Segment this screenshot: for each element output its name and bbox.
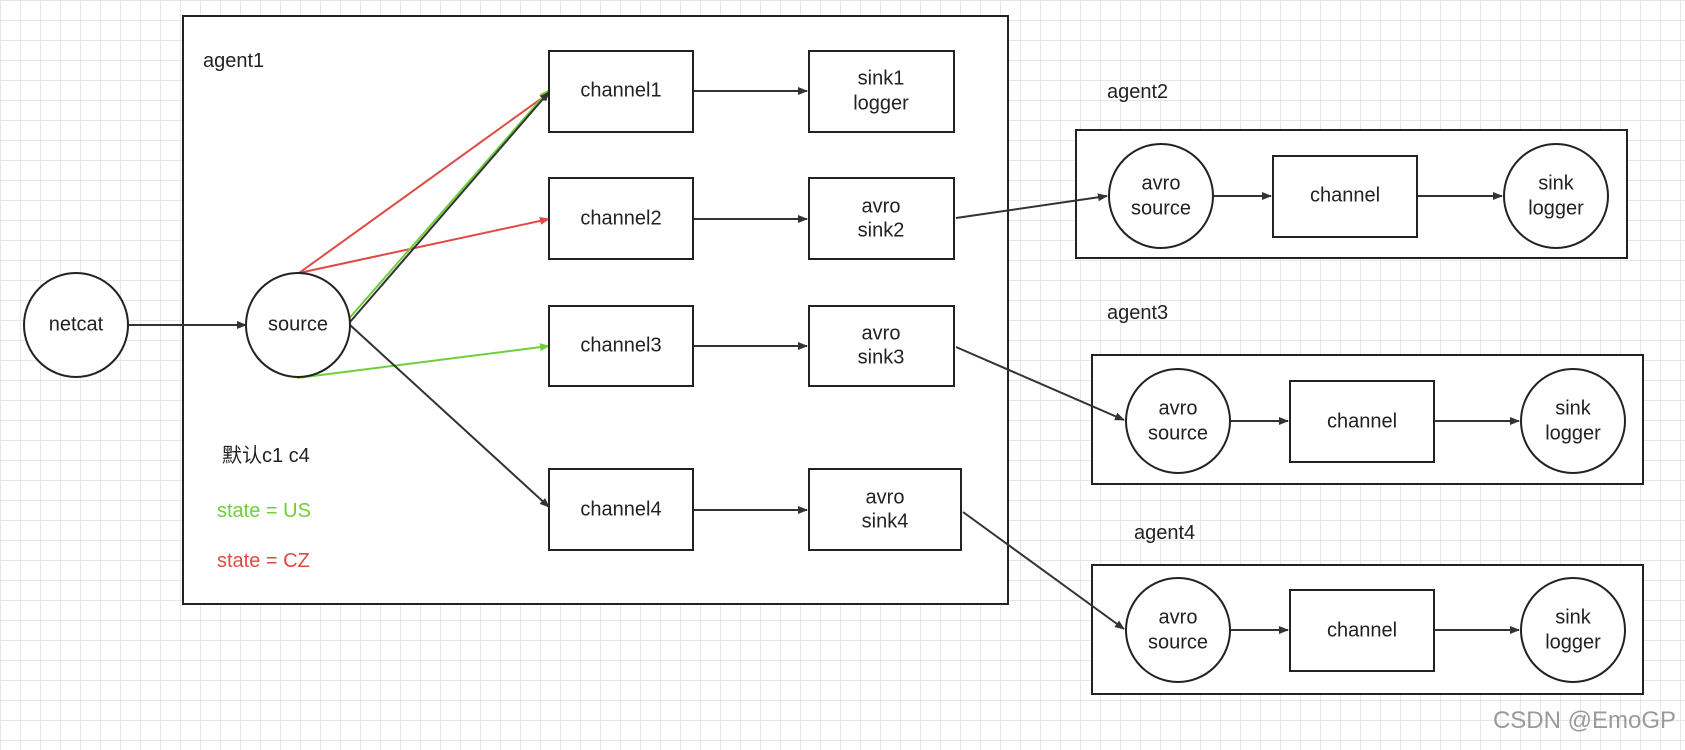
edge-source-channel1-default <box>349 91 550 323</box>
channel2-label: channel2 <box>580 207 661 229</box>
sink2-label-line1: avro <box>862 195 901 217</box>
netcat-label: netcat <box>49 313 104 335</box>
edge-sink2-agent2-source <box>955 193 1108 219</box>
sink3-label-line2: sink3 <box>858 346 905 368</box>
channel4-label: channel4 <box>580 498 661 520</box>
agent4-channel-label: channel <box>1327 619 1397 641</box>
agent4-sink-label-line1: sink <box>1555 606 1592 628</box>
red-rule-note: state = CZ <box>217 550 310 572</box>
edge-sink4-agent4-source <box>962 511 1125 630</box>
edge-source-channel2-red <box>298 216 550 274</box>
agent2-source-label-line1: avro <box>1142 172 1181 194</box>
green-rule-note: state = US <box>217 500 311 522</box>
agent2-channel-node <box>1272 155 1418 238</box>
channel2-node <box>548 177 694 260</box>
agent4-source-label-line1: avro <box>1159 606 1198 628</box>
agent4-source-node <box>1125 577 1231 683</box>
agent4-sink-node <box>1520 577 1626 683</box>
channel4-node <box>548 468 694 551</box>
channel1-label: channel1 <box>580 79 661 101</box>
agent2-source-label-line2: source <box>1131 197 1191 219</box>
agent3-label: agent3 <box>1107 302 1168 324</box>
agent4-sink-label-line2: logger <box>1545 631 1601 653</box>
sink3-label-line1: avro <box>862 322 901 344</box>
sink3-node <box>808 305 955 387</box>
edge-source-channel1-red <box>298 92 550 274</box>
agent2-channel-label: channel <box>1310 184 1380 206</box>
source-node <box>245 272 351 378</box>
agent3-sink-label-line2: logger <box>1545 422 1601 444</box>
agent2-sink-label-line1: sink <box>1538 172 1575 194</box>
sink4-label-line2: sink4 <box>862 510 909 532</box>
agent3-source-node <box>1125 368 1231 474</box>
netcat-node <box>23 272 129 378</box>
sink4-label-line1: avro <box>866 486 905 508</box>
edge-source-channel3-green <box>296 343 550 379</box>
agent4-channel-node <box>1289 589 1435 672</box>
channel3-label: channel3 <box>580 334 661 356</box>
agent3-sink-node <box>1520 368 1626 474</box>
agent1-label: agent1 <box>203 50 264 72</box>
edge-sink3-agent3-source <box>955 346 1125 421</box>
sink2-node <box>808 177 955 260</box>
agent2-label: agent2 <box>1107 81 1168 103</box>
sink1-label-line1: sink1 <box>858 67 905 89</box>
default-channels-note: 默认c1 c4 <box>222 444 310 467</box>
source-label: source <box>268 313 328 335</box>
agent2-source-node <box>1108 143 1214 249</box>
sink1-label-line2: logger <box>853 92 909 114</box>
agent3-sink-label-line1: sink <box>1555 397 1592 419</box>
agent4-label: agent4 <box>1134 522 1195 544</box>
channel1-node <box>548 50 694 133</box>
watermark-text: CSDN @EmoGP <box>1493 707 1676 734</box>
edge-source-channel4-default <box>349 324 550 508</box>
agent3-channel-node <box>1289 380 1435 463</box>
sink4-node <box>808 468 962 551</box>
agent3-source-label-line2: source <box>1148 422 1208 444</box>
agent2-sink-node <box>1503 143 1609 249</box>
agent4-source-label-line2: source <box>1148 631 1208 653</box>
channel3-node <box>548 305 694 387</box>
sink1-node <box>808 50 955 133</box>
sink2-label-line2: sink2 <box>858 219 905 241</box>
agent3-channel-label: channel <box>1327 410 1397 432</box>
agent3-source-label-line1: avro <box>1159 397 1198 419</box>
agent2-sink-label-line2: logger <box>1528 197 1584 219</box>
